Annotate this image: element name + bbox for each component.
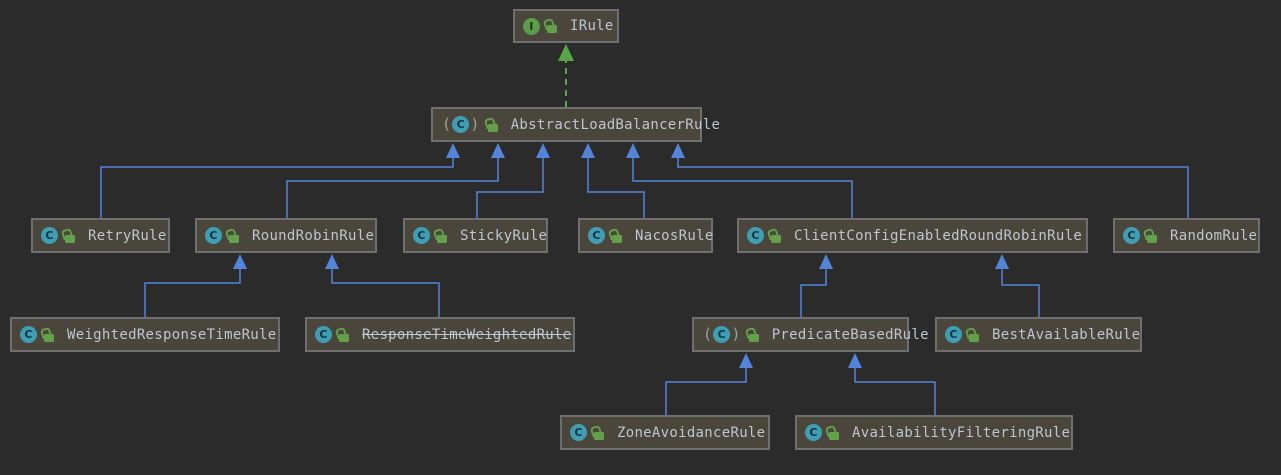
class-icon: C: [41, 227, 58, 244]
extends-edge-WeightedResponseTimeRule: [144, 269, 241, 317]
unlocked-padlock-icon: [39, 326, 54, 342]
unlocked-padlock-icon: [964, 326, 979, 342]
class-node-ClientConfigEnabledRoundRobinRule[interactable]: C ClientConfigEnabledRoundRobinRule: [737, 218, 1088, 253]
arrowhead-icon: [995, 254, 1009, 269]
class-icon: C: [205, 227, 222, 244]
class-node-RandomRule[interactable]: C RandomRule: [1113, 218, 1260, 253]
unlocked-padlock-icon: [607, 227, 622, 243]
class-icon: C: [588, 227, 605, 244]
unlocked-padlock-icon: [224, 227, 239, 243]
class-icon: C: [945, 326, 962, 343]
class-name-label: IRule: [570, 18, 614, 34]
abstract-class-icon: (C): [703, 325, 741, 343]
class-name-label: RoundRobinRule: [252, 227, 375, 244]
class-icon: C: [20, 326, 37, 343]
arrowhead-icon: [491, 143, 505, 158]
class-name-label: ResponseTimeWeightedRule: [362, 326, 572, 343]
class-icon: C: [315, 326, 332, 343]
extends-edge-RandomRule: [677, 158, 1189, 218]
class-icon: C: [1123, 227, 1140, 244]
class-node-RoundRobinRule[interactable]: C RoundRobinRule: [195, 218, 377, 253]
class-node-WeightedResponseTimeRule[interactable]: C WeightedResponseTimeRule: [10, 317, 280, 352]
class-node-StickyRule[interactable]: C StickyRule: [403, 218, 548, 253]
extends-edge-RoundRobinRule: [286, 158, 499, 218]
arrowhead-icon: [558, 44, 574, 61]
extends-edge-StickyRule: [476, 158, 544, 218]
class-icon: C: [570, 424, 587, 441]
unlocked-padlock-icon: [1142, 227, 1157, 243]
extends-edge-PredicateBasedRule: [800, 269, 827, 317]
unlocked-padlock-icon: [432, 227, 447, 243]
arrowhead-icon: [671, 143, 685, 158]
unlocked-padlock-icon: [824, 424, 839, 440]
class-node-ZoneAvoidanceRule[interactable]: C ZoneAvoidanceRule: [560, 415, 770, 450]
class-name-label: RetryRule: [88, 227, 167, 244]
class-node-PredicateBasedRule[interactable]: (C) PredicateBasedRule: [692, 317, 929, 352]
extends-edge-ResponseTimeWeightedRule: [331, 269, 440, 317]
unlocked-padlock-icon: [483, 116, 498, 132]
extends-edge-ZoneAvoidanceRule: [665, 368, 747, 415]
class-name-label: PredicateBasedRule: [771, 326, 929, 343]
class-name-label: AbstractLoadBalancerRule: [510, 116, 721, 133]
arrowhead-icon: [446, 143, 460, 158]
class-node-IRule[interactable]: I IRule: [513, 9, 619, 43]
extends-edge-ClientConfigEnabledRoundRobinRule: [632, 158, 853, 218]
arrowhead-icon: [819, 254, 833, 269]
arrowhead-icon: [233, 254, 247, 269]
class-node-NacosRule[interactable]: C NacosRule: [578, 218, 713, 253]
class-name-label: RandomRule: [1170, 227, 1258, 244]
arrowhead-icon: [325, 254, 339, 269]
class-node-ResponseTimeWeightedRule[interactable]: C ResponseTimeWeightedRule: [305, 317, 575, 352]
class-icon: C: [413, 227, 430, 244]
class-name-label: BestAvailableRule: [992, 326, 1141, 343]
unlocked-padlock-icon: [744, 326, 759, 342]
arrowhead-icon: [581, 143, 595, 158]
class-name-label: NacosRule: [635, 227, 714, 244]
class-node-BestAvailableRule[interactable]: C BestAvailableRule: [935, 317, 1142, 352]
class-icon: C: [747, 227, 764, 244]
extends-edge-BestAvailableRule: [1001, 269, 1040, 317]
arrowhead-icon: [536, 143, 550, 158]
class-name-label: AvailabilityFilteringRule: [852, 424, 1071, 441]
unlocked-padlock-icon: [589, 424, 604, 440]
unlocked-padlock-icon: [766, 227, 781, 243]
unlocked-padlock-icon: [542, 17, 557, 33]
class-name-label: WeightedResponseTimeRule: [67, 326, 277, 343]
class-node-RetryRule[interactable]: C RetryRule: [31, 218, 170, 253]
extends-edge-RetryRule: [100, 158, 454, 218]
interface-icon: I: [523, 17, 540, 35]
arrowhead-icon: [626, 143, 640, 158]
unlocked-padlock-icon: [60, 227, 75, 243]
extends-edge-NacosRule: [587, 158, 645, 218]
unlocked-padlock-icon: [334, 326, 349, 342]
class-name-label: StickyRule: [460, 227, 548, 244]
class-name-label: ZoneAvoidanceRule: [617, 424, 766, 441]
class-node-AvailabilityFilteringRule[interactable]: C AvailabilityFilteringRule: [795, 415, 1073, 450]
arrowhead-icon: [848, 353, 862, 368]
extends-edge-AvailabilityFilteringRule: [854, 368, 936, 415]
abstract-class-icon: (C): [442, 115, 480, 133]
arrowhead-icon: [739, 353, 753, 368]
class-name-label: ClientConfigEnabledRoundRobinRule: [794, 227, 1083, 244]
class-icon: C: [805, 424, 822, 441]
class-node-AbstractLoadBalancerRule[interactable]: (C) AbstractLoadBalancerRule: [431, 107, 720, 142]
